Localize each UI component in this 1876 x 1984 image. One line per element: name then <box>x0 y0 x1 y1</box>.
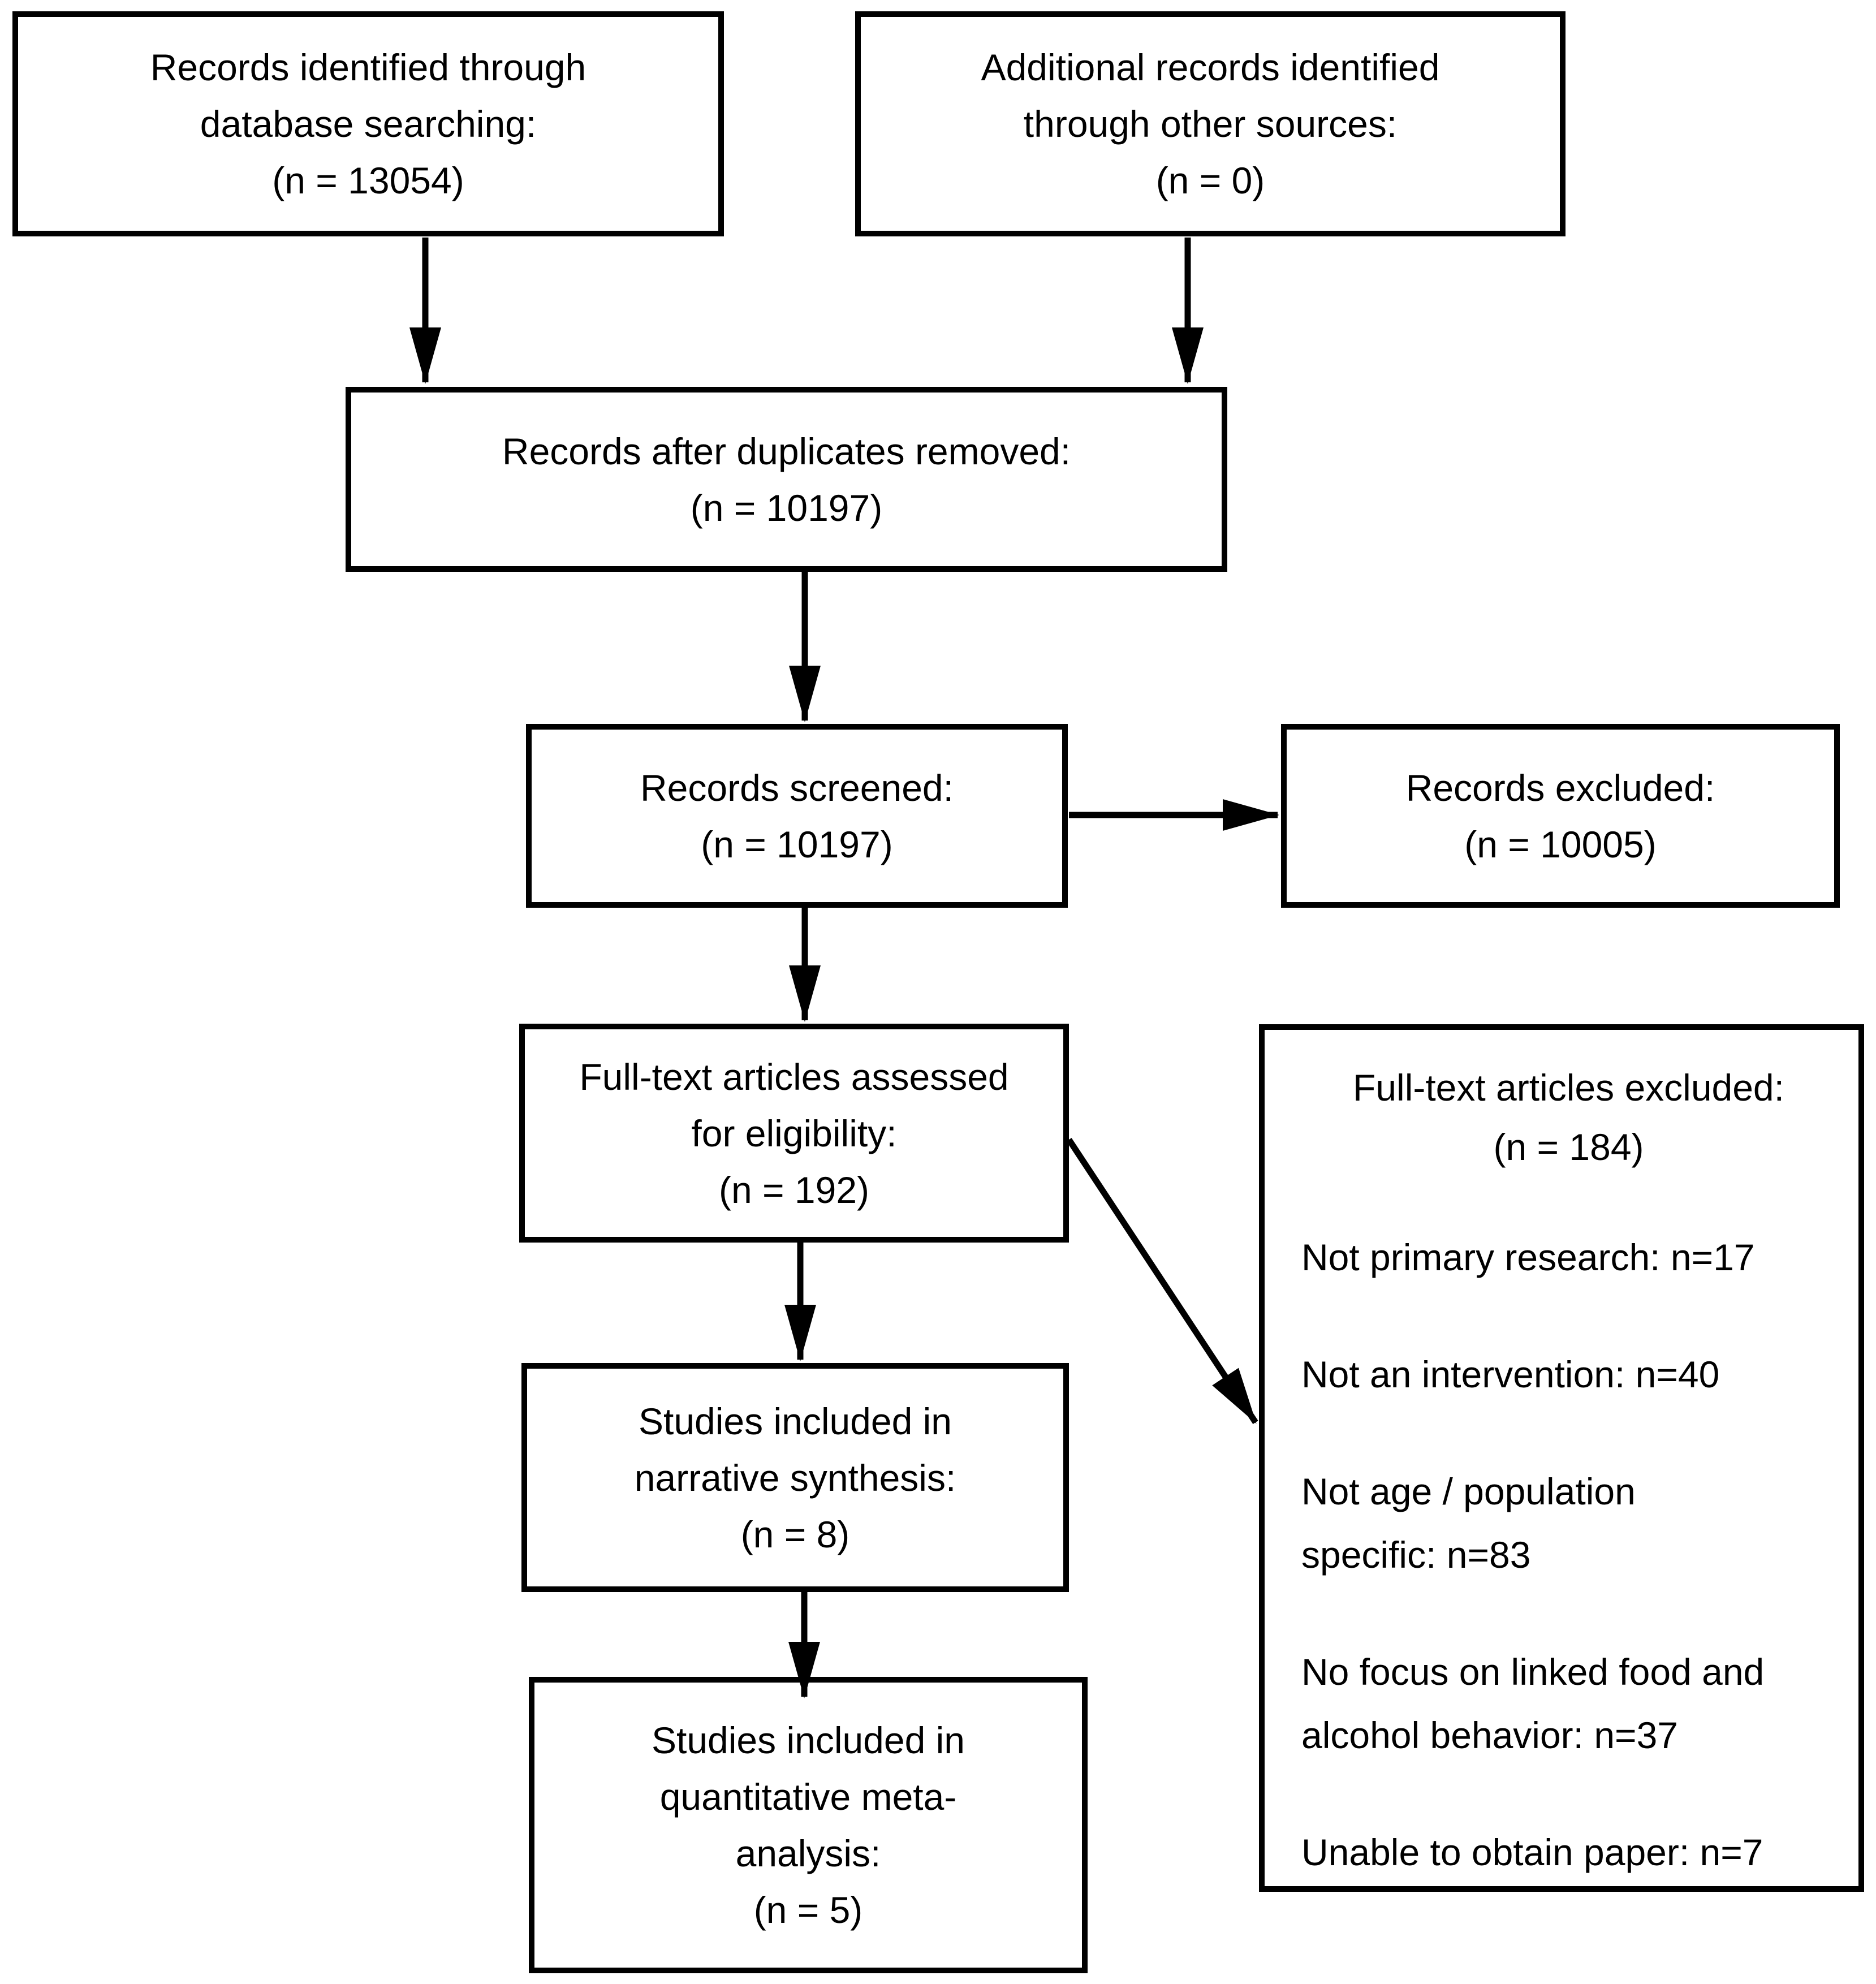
box-text-line: Records identified through <box>150 46 586 88</box>
reason-text-line: alcohol behavior: n=37 <box>1301 1714 1678 1756</box>
reason-text-line: Unable to obtain paper: n=7 <box>1301 1831 1763 1873</box>
box-text-line: Studies included in <box>638 1400 952 1442</box>
exclusion-reason-item: Not an intervention: n=40 <box>1301 1343 1836 1406</box>
box-text-line: Full-text articles assessed <box>579 1055 1009 1098</box>
box-text-line: Records after duplicates removed: <box>502 430 1071 472</box>
reason-text-line: No focus on linked food and <box>1301 1651 1765 1693</box>
box-count-line: (n = 10005) <box>1464 823 1657 865</box>
box-text-line: through other sources: <box>1023 103 1398 145</box>
box-text-line: for eligibility: <box>691 1112 897 1154</box>
box-count-line: (n = 10197) <box>690 486 883 529</box>
box-count-line: (n = 13054) <box>272 159 464 201</box>
box-text-line: Studies included in <box>651 1719 965 1761</box>
full-text-excluded-header: Full-text articles excluded: (n = 184) <box>1301 1058 1836 1177</box>
arrow-assessed-to-fulltext-excluded <box>1066 1137 1258 1425</box>
exclusion-reason-list: Not primary research: n=17 Not an interv… <box>1301 1226 1836 1884</box>
box-text-line: database searching: <box>200 103 537 145</box>
reason-text-line: Not age / population <box>1301 1470 1636 1512</box>
box-text-line: quantitative meta- <box>659 1776 957 1818</box>
box-additional-records: Additional records identified through ot… <box>855 11 1566 236</box>
box-count-line: (n = 10197) <box>701 823 893 865</box>
exclusion-reason-item: No focus on linked food and alcohol beha… <box>1301 1640 1836 1767</box>
box-text-line: Additional records identified <box>981 46 1440 88</box>
box-count-line: (n = 5) <box>753 1889 863 1931</box>
box-meta-analysis: Studies included in quantitative meta- a… <box>529 1677 1088 1973</box>
reason-text-line: specific: n=83 <box>1301 1534 1531 1576</box>
box-records-excluded: Records excluded: (n = 10005) <box>1281 724 1840 908</box>
box-narrative-synthesis: Studies included in narrative synthesis:… <box>521 1363 1069 1592</box>
box-count-line: (n = 192) <box>719 1168 869 1211</box>
box-text-line: analysis: <box>735 1832 881 1874</box>
exclusion-reason-item: Unable to obtain paper: n=7 <box>1301 1821 1836 1884</box>
box-full-text-excluded: Full-text articles excluded: (n = 184) N… <box>1259 1024 1864 1892</box>
box-text-line: narrative synthesis: <box>634 1456 956 1499</box>
reason-text-line: Not primary research: n=17 <box>1301 1236 1755 1278</box>
exclusion-reason-item: Not primary research: n=17 <box>1301 1226 1836 1289</box>
box-records-screened: Records screened: (n = 10197) <box>526 724 1068 908</box>
box-text-line: Full-text articles excluded: <box>1353 1067 1784 1109</box>
exclusion-reason-item: Not age / population specific: n=83 <box>1301 1460 1836 1586</box>
box-records-identified: Records identified through database sear… <box>12 11 724 236</box>
box-count-line: (n = 0) <box>1155 159 1265 201</box>
box-text-line: Records excluded: <box>1405 766 1715 809</box>
box-count-line: (n = 8) <box>740 1513 850 1555</box>
box-duplicates-removed: Records after duplicates removed: (n = 1… <box>346 387 1227 572</box>
reason-text-line: Not an intervention: n=40 <box>1301 1353 1720 1395</box>
box-full-text-assessed: Full-text articles assessed for eligibil… <box>519 1024 1069 1243</box>
box-text-line: Records screened: <box>640 766 954 809</box>
box-count-line: (n = 184) <box>1493 1126 1644 1168</box>
